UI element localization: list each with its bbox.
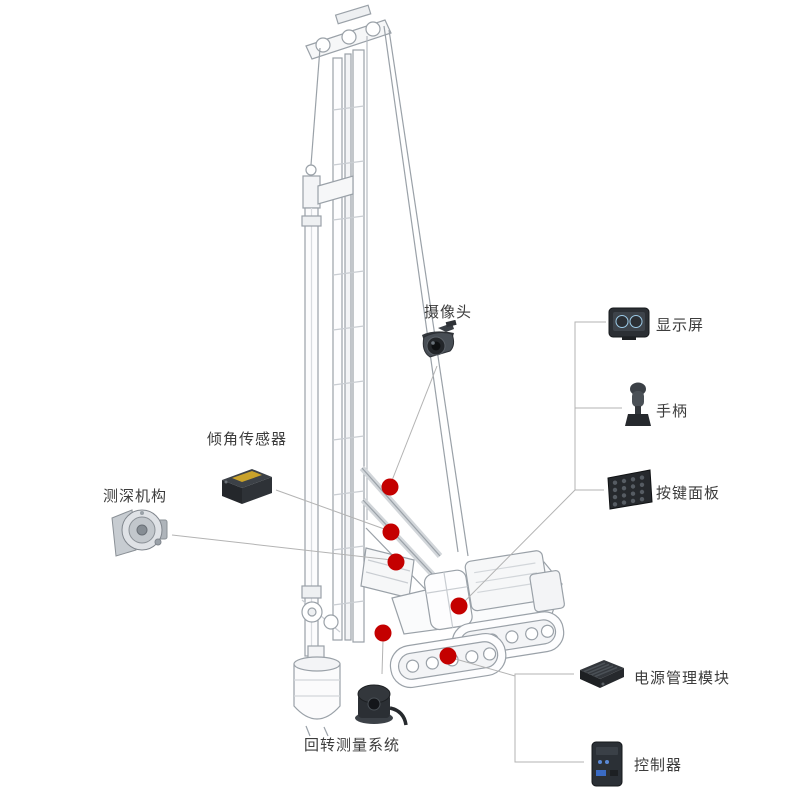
callout-line-cab-group (462, 321, 622, 604)
sensor-marker (387, 553, 405, 571)
joystick-icon (624, 382, 652, 433)
sensor-marker (382, 523, 400, 541)
rig-lineart (293, 4, 565, 737)
sensor-markers (374, 478, 468, 665)
callout-line-camera (390, 365, 438, 484)
tilt-sensor-label: 倾角传感器 (207, 431, 288, 448)
callout-line-power-group (451, 657, 584, 763)
power-module-label: 电源管理模块 (634, 670, 731, 687)
sensor-marker (450, 597, 468, 615)
controller-label: 控制器 (634, 757, 683, 774)
controller-icon (586, 740, 628, 793)
rotation-system-icon (346, 676, 412, 735)
callout-line-rotation-system (381, 639, 384, 675)
keypad-label: 按键面板 (656, 485, 721, 502)
joystick-label: 手柄 (656, 403, 689, 420)
depth-mechanism-icon (106, 500, 172, 567)
rotation-system-label: 回转测量系统 (304, 737, 401, 754)
keypad-panel-icon (606, 468, 654, 515)
power-module-icon (576, 654, 628, 699)
callout-line-tilt-sensor (275, 489, 388, 531)
callout-lines (171, 321, 622, 763)
display-label: 显示屏 (656, 317, 705, 334)
camera-label: 摄像头 (424, 304, 473, 321)
sensor-marker (374, 624, 392, 642)
tilt-sensor-icon (216, 464, 276, 513)
camera-icon (416, 319, 464, 371)
sensor-marker (439, 647, 457, 665)
depth-mechanism-label: 测深机构 (103, 488, 168, 505)
callout-line-depth-mechanism (171, 534, 393, 561)
display-screen-icon (608, 306, 650, 347)
sensor-marker (381, 478, 399, 496)
